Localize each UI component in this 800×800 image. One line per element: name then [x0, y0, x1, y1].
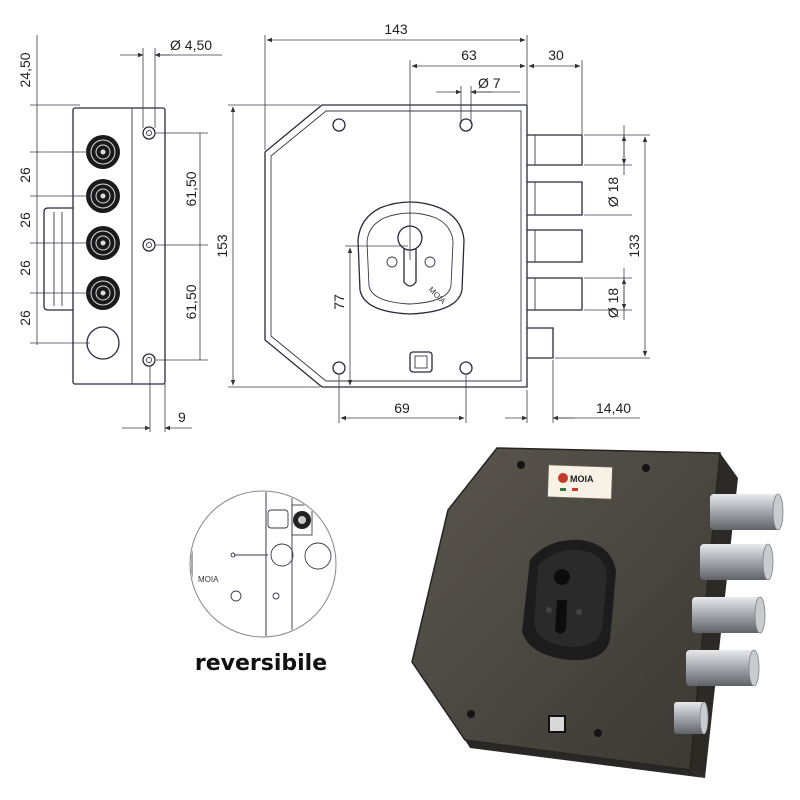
- mounting-hole: [332, 361, 346, 375]
- plate-brand: MOIA: [427, 285, 448, 306]
- lock-body-inner-outline: [270, 110, 522, 382]
- photo-screw: [642, 464, 650, 472]
- keyhole: [397, 225, 423, 287]
- lock-body-outline: [264, 104, 528, 388]
- bolt-head: [86, 135, 120, 169]
- dim-pin-diameter: Ø 7: [478, 75, 501, 91]
- dim-bolt-projection: 30: [548, 47, 564, 63]
- photo-cylinder-screw: [546, 607, 552, 613]
- photo-bolt: [686, 649, 760, 687]
- dim-bolt-span: 133: [626, 234, 642, 258]
- inset-hole: [230, 590, 242, 602]
- mounting-hole: [459, 118, 473, 132]
- photo-bolt: [710, 493, 784, 531]
- photo-screw: [467, 710, 475, 718]
- dim-bolt-diameter-upper: Ø 18: [605, 177, 621, 208]
- bolt-head: [86, 179, 120, 213]
- mounting-hole: [332, 118, 346, 132]
- screw-hole: [142, 238, 156, 252]
- inset-hole: [267, 509, 289, 529]
- bolt-head: [86, 226, 120, 260]
- dim-bottom-hole-spacing: 69: [394, 400, 410, 416]
- spindle-square: [409, 351, 433, 373]
- bolt-outline: [527, 134, 583, 166]
- cylinder-plate-inner: [366, 212, 454, 305]
- brand-flag-green: [560, 488, 566, 491]
- side-view: 24,50 26 26 26 26 Ø 4,50 61,50 61,50 9: [17, 35, 222, 432]
- dim-bolt-spacing-4: 26: [17, 310, 33, 326]
- lock-bottom-face: [465, 740, 705, 778]
- dim-faceplate-thickness: 9: [178, 409, 186, 425]
- spindle-square-inner: [414, 355, 428, 369]
- inset-hole: [272, 592, 280, 600]
- photo-cylinder-plate-top: [534, 549, 607, 648]
- photo-brand: MOIA: [570, 474, 594, 484]
- mounting-hole: [459, 361, 473, 375]
- product-photo: MOIA: [411, 447, 784, 778]
- cylinder-plate: [357, 201, 465, 315]
- photo-spindle: [548, 715, 566, 733]
- brand-logo-mark: [558, 473, 568, 483]
- dim-screw-spacing-upper: 61,50: [183, 171, 199, 206]
- latch-outline: [527, 327, 554, 359]
- inset-cylinder: [270, 543, 294, 567]
- bolt-head: [86, 276, 120, 310]
- inset-circle: [189, 490, 337, 638]
- photo-bolt: [692, 596, 766, 634]
- inset-faceplate: [265, 492, 293, 636]
- cylinder-screw: [386, 256, 398, 268]
- dim-bottom-bolt-projection: 14,40: [596, 400, 631, 416]
- inset-latch: [291, 504, 313, 536]
- bolt-outline: [527, 229, 583, 263]
- screw-hole: [142, 126, 156, 140]
- brand-flag-white: [566, 488, 572, 491]
- photo-screw: [594, 729, 602, 737]
- dim-cylinder-height: 77: [331, 294, 347, 310]
- dim-top-offset: 24,50: [17, 52, 33, 87]
- dim-screw-spacing-lower: 61,50: [183, 284, 199, 319]
- inset-arrow-head: [230, 552, 236, 558]
- faceplate-body: [72, 107, 166, 385]
- cylinder-screw: [424, 256, 436, 268]
- dim-cylinder-to-bolt: 63: [461, 47, 477, 63]
- dim-overall-width: 143: [384, 21, 408, 37]
- faceplate-tab: [43, 207, 73, 311]
- reversible-caption: reversibile: [195, 651, 327, 676]
- photo-screw: [517, 461, 525, 469]
- inset-latch-core: [298, 516, 306, 524]
- photo-cylinder-screw: [576, 609, 582, 615]
- screw-hole: [142, 353, 156, 367]
- photo-keyhole: [554, 569, 571, 634]
- inset-brand: MOIA: [198, 575, 219, 584]
- bolt-outline: [527, 181, 583, 216]
- dim-bolt-spacing-3: 26: [17, 260, 33, 276]
- photo-bolt: [700, 543, 774, 581]
- dim-bolt-spacing-1: 26: [17, 167, 33, 183]
- latch-hole: [86, 326, 120, 360]
- photo-latch: [674, 701, 709, 735]
- front-view: MOIA 143 63 30 Ø 7 153 77: [214, 21, 650, 423]
- dim-overall-height: 153: [214, 234, 230, 258]
- dim-screw-hole-diameter: Ø 4,50: [170, 37, 212, 53]
- brand-flag-red: [572, 488, 578, 491]
- dim-bolt-spacing-2: 26: [17, 212, 33, 228]
- reversible-inset: MOIA reversibile: [189, 490, 337, 676]
- bolt-outline: [527, 277, 583, 311]
- dim-bolt-diameter-lower: Ø 18: [605, 288, 621, 319]
- inset-reversed-latch: [304, 542, 332, 570]
